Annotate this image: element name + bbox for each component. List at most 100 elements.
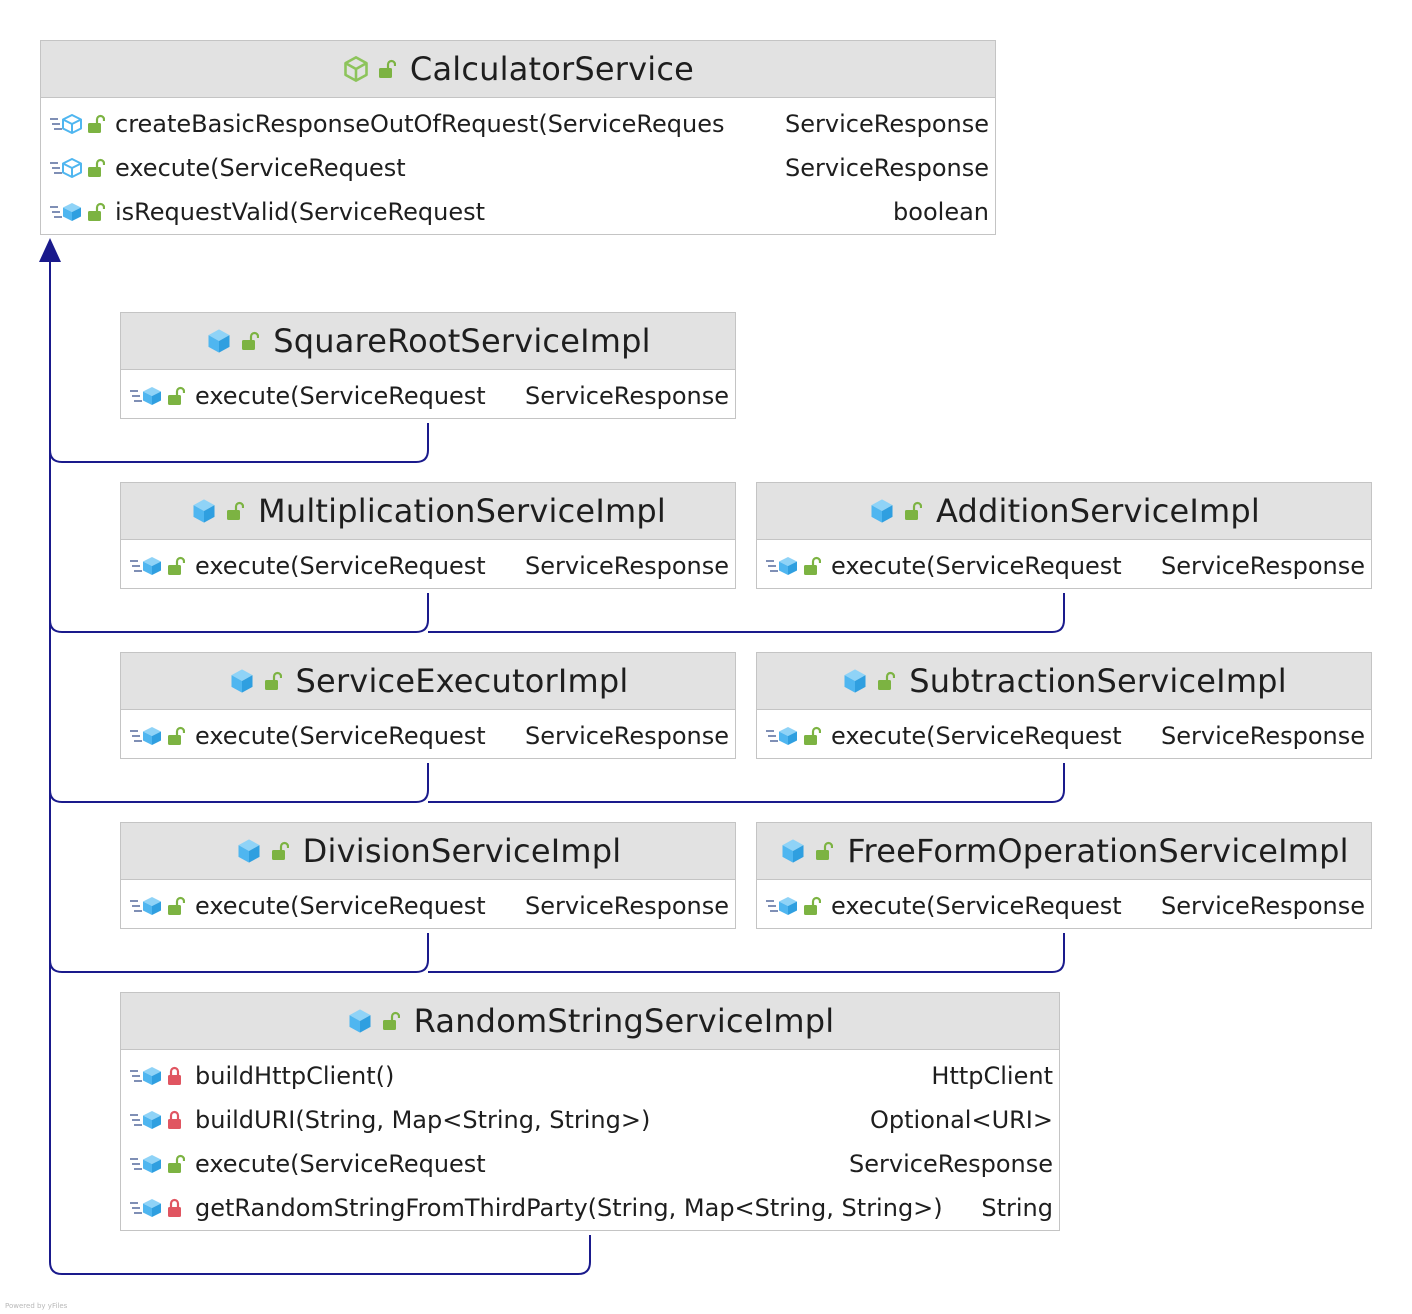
edge-division (49, 933, 429, 973)
method-row[interactable]: isRequestValid(ServiceRequest boolean (41, 190, 995, 234)
method-row[interactable]: createBasicResponseOutOfRequest(ServiceR… (41, 102, 995, 146)
method-icon (129, 895, 163, 917)
class-header: ServiceExecutorImpl (121, 653, 735, 710)
interface-icon (342, 55, 370, 83)
public-lock-icon (167, 726, 185, 746)
public-lock-icon (226, 501, 245, 521)
class-name: SquareRootServiceImpl (273, 322, 651, 360)
class-box-division-service-impl[interactable]: DivisionServiceImpl execute(ServiceReques… (120, 822, 736, 929)
method-signature: execute(ServiceRequest (195, 892, 486, 920)
class-name: RandomStringServiceImpl (413, 1002, 835, 1040)
method-icon (49, 201, 83, 223)
class-header: MultiplicationServiceImpl (121, 483, 735, 540)
class-box-square-root-service-impl[interactable]: SquareRootServiceImpl execute(ServiceRequ… (120, 312, 736, 419)
public-lock-icon (877, 671, 896, 691)
class-box-service-executor-impl[interactable]: ServiceExecutorImpl execute(ServiceReques… (120, 652, 736, 759)
edge-square-root (49, 423, 429, 463)
method-return-type: ServiceResponse (525, 722, 729, 750)
method-signature: execute(ServiceRequest (195, 1150, 486, 1178)
method-signature: execute(ServiceRequest (115, 154, 406, 182)
public-lock-icon (264, 671, 282, 691)
public-lock-icon (271, 841, 289, 861)
public-lock-icon (241, 331, 260, 351)
class-name: AdditionServiceImpl (935, 492, 1261, 530)
class-icon (190, 497, 218, 525)
public-lock-icon (167, 1154, 185, 1174)
method-icon (129, 1065, 163, 1087)
method-row[interactable]: buildURI(String, Map<String, String>)Opt… (121, 1098, 1059, 1142)
class-name: ServiceExecutorImpl (295, 662, 629, 700)
public-lock-icon (87, 202, 105, 222)
method-icon (129, 1109, 163, 1131)
edge-free-form (428, 933, 1065, 973)
method-row[interactable]: execute(ServiceRequest ServiceResponse (41, 146, 995, 190)
method-icon (129, 1153, 163, 1175)
method-return-type: boolean (893, 198, 989, 226)
class-icon (779, 837, 807, 865)
class-box-random-string-service-impl[interactable]: RandomStringServiceImpl buildHttpClient()… (120, 992, 1060, 1231)
method-signature: execute(ServiceRequest (831, 722, 1122, 750)
edge-random-string (49, 1235, 591, 1275)
method-icon (765, 725, 799, 747)
public-lock-icon (803, 556, 821, 576)
method-signature: createBasicResponseOutOfRequest(ServiceR… (115, 110, 725, 138)
public-lock-icon (87, 114, 105, 134)
method-return-type: HttpClient (931, 1062, 1053, 1090)
class-box-addition-service-impl[interactable]: AdditionServiceImpl execute(ServiceReques… (756, 482, 1372, 589)
class-name: DivisionServiceImpl (302, 832, 622, 870)
class-name: MultiplicationServiceImpl (258, 492, 666, 530)
method-icon (765, 555, 799, 577)
method-icon (129, 555, 163, 577)
method-signature: execute(ServiceRequest (831, 552, 1122, 580)
class-header: DivisionServiceImpl (121, 823, 735, 880)
method-return-type: ServiceResponse (849, 1150, 1053, 1178)
class-box-subtraction-service-impl[interactable]: SubtractionServiceImpl execute(ServiceReq… (756, 652, 1372, 759)
public-lock-icon (87, 158, 105, 178)
method-signature: execute(ServiceRequest (195, 722, 486, 750)
class-header: FreeFormOperationServiceImpl (757, 823, 1371, 880)
method-list: execute(ServiceRequest ServiceResponse (121, 710, 735, 758)
class-icon (205, 327, 233, 355)
class-header: RandomStringServiceImpl (121, 993, 1059, 1050)
method-row[interactable]: execute(ServiceRequest ServiceResponse (121, 714, 735, 758)
class-header: SubtractionServiceImpl (757, 653, 1371, 710)
method-return-type: ServiceResponse (785, 154, 989, 182)
public-lock-icon (167, 896, 185, 916)
class-box-free-form-operation-service-impl[interactable]: FreeFormOperationServiceImpl execute(Serv… (756, 822, 1372, 929)
method-row[interactable]: execute(ServiceRequest ServiceResponse (121, 1142, 1059, 1186)
private-lock-icon (167, 1066, 185, 1086)
method-row[interactable]: getRandomStringFromThirdParty(String, Ma… (121, 1186, 1059, 1230)
edge-multiplication (49, 593, 429, 633)
method-row[interactable]: buildHttpClient()HttpClient (121, 1054, 1059, 1098)
method-signature: isRequestValid(ServiceRequest (115, 198, 486, 226)
public-lock-icon (815, 841, 834, 861)
method-icon (129, 725, 163, 747)
powered-by-label: Powered by yFiles (5, 1302, 68, 1310)
class-box-multiplication-service-impl[interactable]: MultiplicationServiceImpl execute(Service… (120, 482, 736, 589)
class-icon (235, 837, 263, 865)
method-return-type: ServiceResponse (785, 110, 989, 138)
class-name: FreeFormOperationServiceImpl (847, 832, 1349, 870)
class-header: SquareRootServiceImpl (121, 313, 735, 370)
method-signature: getRandomStringFromThirdParty(String, Ma… (195, 1194, 943, 1222)
class-icon (841, 667, 869, 695)
public-lock-icon (904, 501, 922, 521)
edge-addition (428, 593, 1065, 633)
method-return-type: ServiceResponse (525, 552, 729, 580)
method-return-type: String (981, 1194, 1053, 1222)
method-signature: buildURI(String, Map<String, String>) (195, 1106, 651, 1134)
method-return-type: ServiceResponse (525, 382, 729, 410)
public-lock-icon (378, 59, 396, 79)
class-name: SubtractionServiceImpl (909, 662, 1287, 700)
